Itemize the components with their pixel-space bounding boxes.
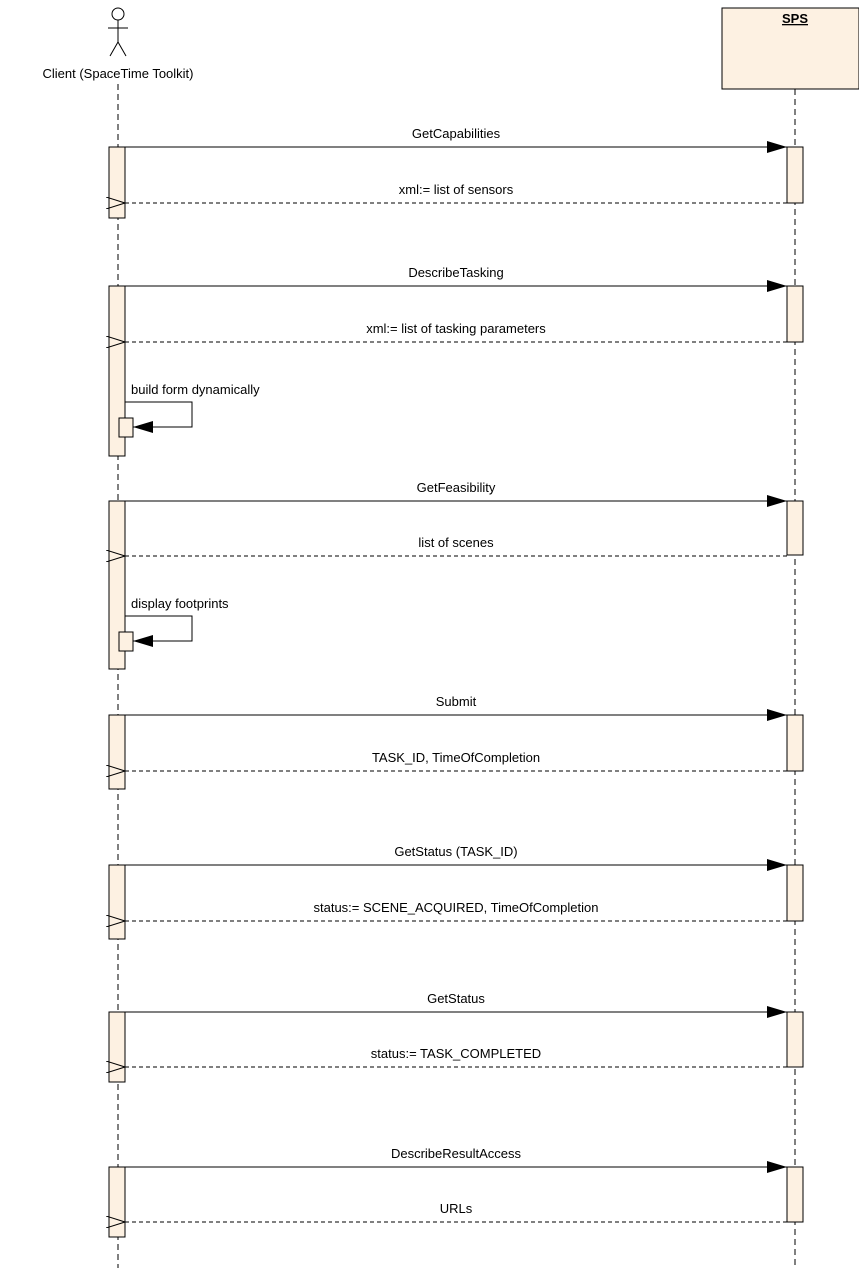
message-label: GetFeasibility: [417, 480, 496, 495]
self-call-display-footprints: display footprints: [125, 596, 229, 647]
self-call-build-form: build form dynamically: [125, 382, 260, 433]
message-get-feasibility: GetFeasibility: [125, 480, 787, 507]
message-get-status: GetStatus: [125, 991, 787, 1018]
message-label: DescribeTasking: [408, 265, 503, 280]
return-list-of-scenes: list of scenes: [125, 535, 787, 556]
message-label: GetCapabilities: [412, 126, 501, 141]
message-label: GetStatus (TASK_ID): [394, 844, 517, 859]
sps-box: [721, 7, 859, 90]
client-activation: [108, 500, 126, 670]
message-describe-tasking: DescribeTasking: [125, 265, 787, 292]
sps-label: SPS: [782, 11, 808, 26]
message-label: status:= TASK_COMPLETED: [371, 1046, 541, 1061]
message-get-status-task-id: GetStatus (TASK_ID): [125, 844, 787, 871]
sps-activation: [786, 1166, 804, 1223]
message-label: display footprints: [131, 596, 229, 611]
return-urls: URLs: [125, 1201, 787, 1222]
sps-activation: [786, 1011, 804, 1068]
return-task-completed: status:= TASK_COMPLETED: [125, 1046, 787, 1067]
client-label: Client (SpaceTime Toolkit): [43, 66, 194, 81]
self-call-activation: [118, 631, 134, 652]
client-activation: [108, 1166, 126, 1238]
sps-activation: [786, 500, 804, 556]
message-label: build form dynamically: [131, 382, 260, 397]
sps-activations: [786, 146, 804, 1223]
message-label: TASK_ID, TimeOfCompletion: [372, 750, 540, 765]
return-task-id: TASK_ID, TimeOfCompletion: [125, 750, 787, 771]
sps-participant: SPS: [721, 7, 859, 90]
client-actor: Client (SpaceTime Toolkit): [43, 7, 194, 81]
client-activations: [108, 146, 134, 1238]
return-scene-acquired: status:= SCENE_ACQUIRED, TimeOfCompletio…: [125, 900, 787, 921]
message-label: list of scenes: [418, 535, 494, 550]
message-label: status:= SCENE_ACQUIRED, TimeOfCompletio…: [313, 900, 598, 915]
sps-activation: [786, 146, 804, 204]
message-label: GetStatus: [427, 991, 485, 1006]
client-activation: [108, 714, 126, 790]
sps-activation: [786, 714, 804, 772]
message-label: xml:= list of sensors: [399, 182, 514, 197]
sps-activation: [786, 285, 804, 343]
return-list-of-sensors: xml:= list of sensors: [125, 182, 787, 203]
self-call-activation: [118, 417, 134, 438]
message-label: xml:= list of tasking parameters: [366, 321, 546, 336]
client-activation: [108, 146, 126, 219]
client-activation: [108, 1011, 126, 1083]
message-submit: Submit: [125, 694, 787, 721]
message-label: URLs: [440, 1201, 473, 1216]
return-list-of-tasking-parameters: xml:= list of tasking parameters: [125, 321, 787, 342]
sps-activation: [786, 864, 804, 922]
stick-figure-icon: [108, 7, 128, 57]
client-activation: [108, 864, 126, 940]
message-describe-result-access: DescribeResultAccess: [125, 1146, 787, 1173]
message-get-capabilities: GetCapabilities: [125, 126, 787, 153]
client-activation: [108, 285, 126, 457]
message-label: DescribeResultAccess: [391, 1146, 522, 1161]
message-label: Submit: [436, 694, 477, 709]
